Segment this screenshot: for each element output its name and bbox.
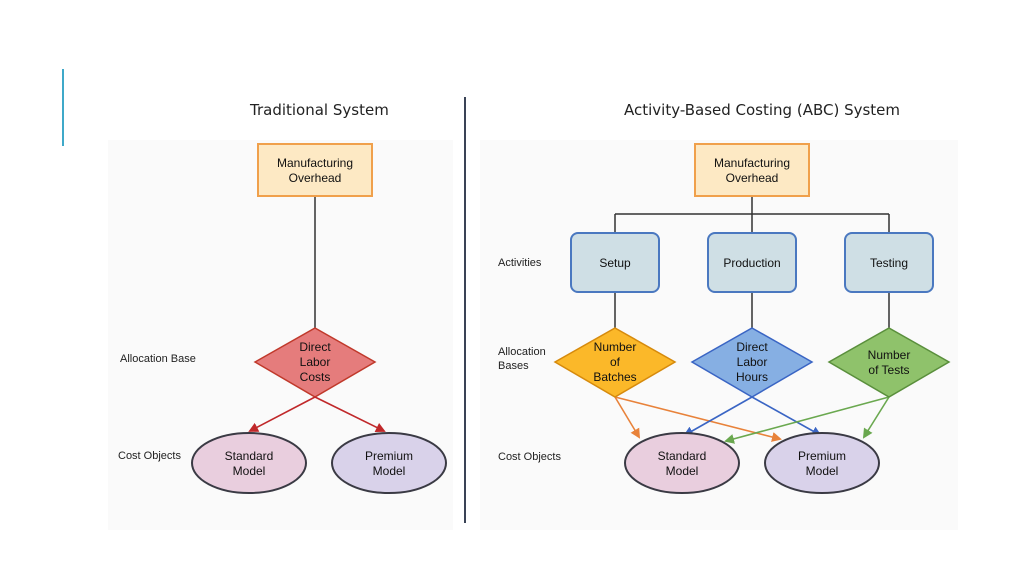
abc-allocation-bases-label-1: Allocation [498,346,546,358]
traditional-title: Traditional System [250,101,389,119]
traditional-cost-objects-label: Cost Objects [118,450,181,462]
abc-premium-text-2: Model [806,464,839,478]
trad-base-text-1: Direct [299,340,331,354]
trad-overhead-text-2: Overhead [289,171,342,185]
trad-base-diamond: Direct Labor Costs [253,327,377,398]
accent-bar [62,69,64,146]
trad-base-text-3: Costs [300,370,331,384]
hours-arrow-to-standard [683,396,753,436]
hours-text-1: Direct [736,340,768,354]
batches-arrow-to-standard [614,396,641,439]
hours-diamond: Direct Labor Hours [690,327,814,398]
abc-overhead-text-2: Overhead [726,171,779,185]
tests-arrow-to-standard [724,396,890,444]
abc-overhead-connectors [614,196,890,328]
abc-cost-objects-label: Cost Objects [498,451,561,463]
trad-premium-text-2: Model [373,464,406,478]
abc-title: Activity-Based Costing (ABC) System [624,101,901,119]
batches-text-2: of [610,355,621,369]
trad-premium-text-1: Premium [365,449,413,463]
trad-standard-text-2: Model [233,464,266,478]
abc-standard-text-1: Standard [658,449,707,463]
trad-premium-model-ellipse: Premium Model [331,432,447,494]
traditional-allocation-base-label: Allocation Base [120,353,196,365]
hours-arrow-to-premium [751,396,822,436]
abc-standard-model-ellipse: Standard Model [624,432,740,494]
hours-text-3: Hours [736,370,768,384]
hours-text-2: Labor [737,355,768,369]
abc-standard-text-2: Model [666,464,699,478]
batches-text-3: Batches [593,370,636,384]
trad-arrow-to-premium [314,396,386,432]
abc-activities-label: Activities [498,257,542,269]
abc-premium-text-1: Premium [798,449,846,463]
trad-base-text-2: Labor [300,355,331,369]
trad-overhead-box: Manufacturing Overhead [257,143,373,197]
trad-standard-model-ellipse: Standard Model [191,432,307,494]
abc-allocation-bases-label-2: Bases [498,360,529,372]
batches-arrow-to-premium [614,396,782,442]
trad-overhead-text-1: Manufacturing [277,156,353,170]
trad-arrow-to-standard [248,396,316,432]
system-divider [464,97,466,523]
activity-setup-text: Setup [599,256,631,270]
tests-diamond: Number of Tests [827,327,951,398]
activity-testing-box: Testing [844,232,934,293]
abc-premium-model-ellipse: Premium Model [764,432,880,494]
activity-production-text: Production [723,256,780,270]
batches-text-1: Number [594,340,637,354]
activity-testing-text: Testing [870,256,908,270]
batches-diamond: Number of Batches [553,327,677,398]
tests-text-2: of Tests [868,363,909,377]
abc-overhead-box: Manufacturing Overhead [694,143,810,197]
abc-overhead-text-1: Manufacturing [714,156,790,170]
activity-production-box: Production [707,232,797,293]
tests-text-1: Number [868,348,911,362]
trad-standard-text-1: Standard [225,449,274,463]
tests-arrow-to-premium [862,396,890,439]
activity-setup-box: Setup [570,232,660,293]
